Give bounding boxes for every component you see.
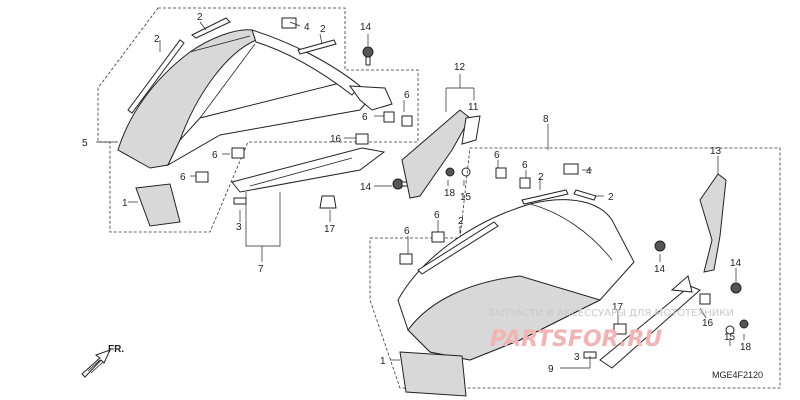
side-bracket-13 <box>699 173 727 273</box>
left-boundary <box>97 7 419 233</box>
center-bracket <box>401 109 481 199</box>
callout-label: 17 <box>612 302 624 313</box>
bracket-12 <box>401 109 471 199</box>
callout-label: 2 <box>458 216 464 227</box>
callout-label: 15 <box>460 192 472 203</box>
bolt-14-icon <box>362 46 374 66</box>
callout-label: 15 <box>724 332 736 343</box>
screw-18-icon <box>739 319 749 329</box>
callout-label: 4 <box>304 22 310 33</box>
clip-17 <box>319 195 337 209</box>
callout-label: 6 <box>404 90 410 101</box>
callout-label: 13 <box>710 146 722 157</box>
leader-lines <box>96 21 745 369</box>
cowl-right-lower <box>407 275 602 361</box>
callout-label: 6 <box>180 172 186 183</box>
right-assembly <box>369 147 781 397</box>
front-direction-arrow-icon: FR. <box>81 344 124 378</box>
grommet-6 <box>231 147 245 159</box>
callout-label: 4 <box>586 166 592 177</box>
callout-label: 8 <box>543 114 549 125</box>
molding-strip-top <box>191 17 231 39</box>
nut-15-icon <box>725 325 735 335</box>
grommet-6 <box>383 111 395 123</box>
molding-strip <box>573 189 597 201</box>
callout-label: 6 <box>494 150 500 161</box>
right-boundary <box>369 147 781 389</box>
callout-label: 2 <box>197 12 203 23</box>
diagram-code: MGE4F2120 <box>712 370 763 380</box>
grommet-6 <box>495 167 507 179</box>
callout-label: 6 <box>404 226 410 237</box>
callout-label: 18 <box>444 188 456 199</box>
callout-label: 14 <box>360 22 372 33</box>
seal-11 <box>461 115 481 145</box>
molding-strip <box>127 39 185 114</box>
molding-strip <box>417 221 499 275</box>
clip-17 <box>613 323 627 335</box>
callout-label: 3 <box>236 222 242 233</box>
callout-label: 1 <box>122 198 128 209</box>
cowl-left-bracket <box>348 85 393 111</box>
callout-label: 6 <box>212 150 218 161</box>
pad-1 <box>399 351 467 397</box>
callout-label: 16 <box>702 318 714 329</box>
inner-bar-9-end <box>670 275 693 293</box>
clip-16 <box>699 293 711 305</box>
clip-4 <box>281 17 297 29</box>
callout-label: 16 <box>330 134 342 145</box>
clip-3 <box>233 197 247 205</box>
grommet-6 <box>401 115 413 127</box>
bolt-14-icon <box>730 282 742 294</box>
callout-label: 3 <box>574 352 580 363</box>
watermark: ЗАПЧАСТИ И АКСЕССУАРЫ ДЛЯ МОТОТЕХНИКИ PA… <box>488 308 734 352</box>
callout-label: 9 <box>548 364 554 375</box>
screw-18-icon <box>445 167 455 177</box>
pad-1 <box>135 183 181 227</box>
cowl-left-panel <box>117 29 264 169</box>
callout-label: 12 <box>454 62 466 73</box>
watermark-tagline: ЗАПЧАСТИ И АКСЕССУАРЫ ДЛЯ МОТОТЕХНИКИ <box>488 308 734 319</box>
callout-label: 14 <box>654 264 666 275</box>
molding-strip-right <box>297 39 337 55</box>
grommet-6 <box>431 231 445 243</box>
callout-label: 2 <box>538 172 544 183</box>
cowl-left-upper-edge <box>251 29 361 96</box>
front-direction-label: FR. <box>108 344 124 355</box>
callout-label: 2 <box>154 34 160 45</box>
callout-label: 7 <box>258 264 264 275</box>
nut-15-icon <box>461 167 471 177</box>
callout-label: 14 <box>360 182 372 193</box>
callout-label: 2 <box>608 192 614 203</box>
callout-labels: 2 2 2 1 4 5 6 6 6 6 14 16 3 7 14 17 12 1… <box>82 12 752 375</box>
grommet-6 <box>519 177 531 189</box>
callout-label: 6 <box>434 210 440 221</box>
callout-label: 1 <box>380 356 386 367</box>
bolt-14-icon <box>654 240 666 252</box>
callout-label: 11 <box>468 102 479 113</box>
left-assembly <box>97 7 419 233</box>
inner-bar-9 <box>599 285 701 369</box>
callout-label: 2 <box>320 24 326 35</box>
callout-label: 18 <box>740 342 752 353</box>
grommet-6 <box>399 253 413 265</box>
callout-label: 5 <box>82 138 88 149</box>
callout-label: 6 <box>522 160 528 171</box>
watermark-logo: PARTSFOR.RU <box>490 327 662 352</box>
clip-4 <box>563 163 579 175</box>
callout-label: 6 <box>362 112 368 123</box>
molding-strip <box>521 189 569 205</box>
callout-label: 14 <box>730 258 742 269</box>
callout-label: 17 <box>324 224 336 235</box>
clip-16 <box>355 133 369 145</box>
grommet-6 <box>195 171 209 183</box>
